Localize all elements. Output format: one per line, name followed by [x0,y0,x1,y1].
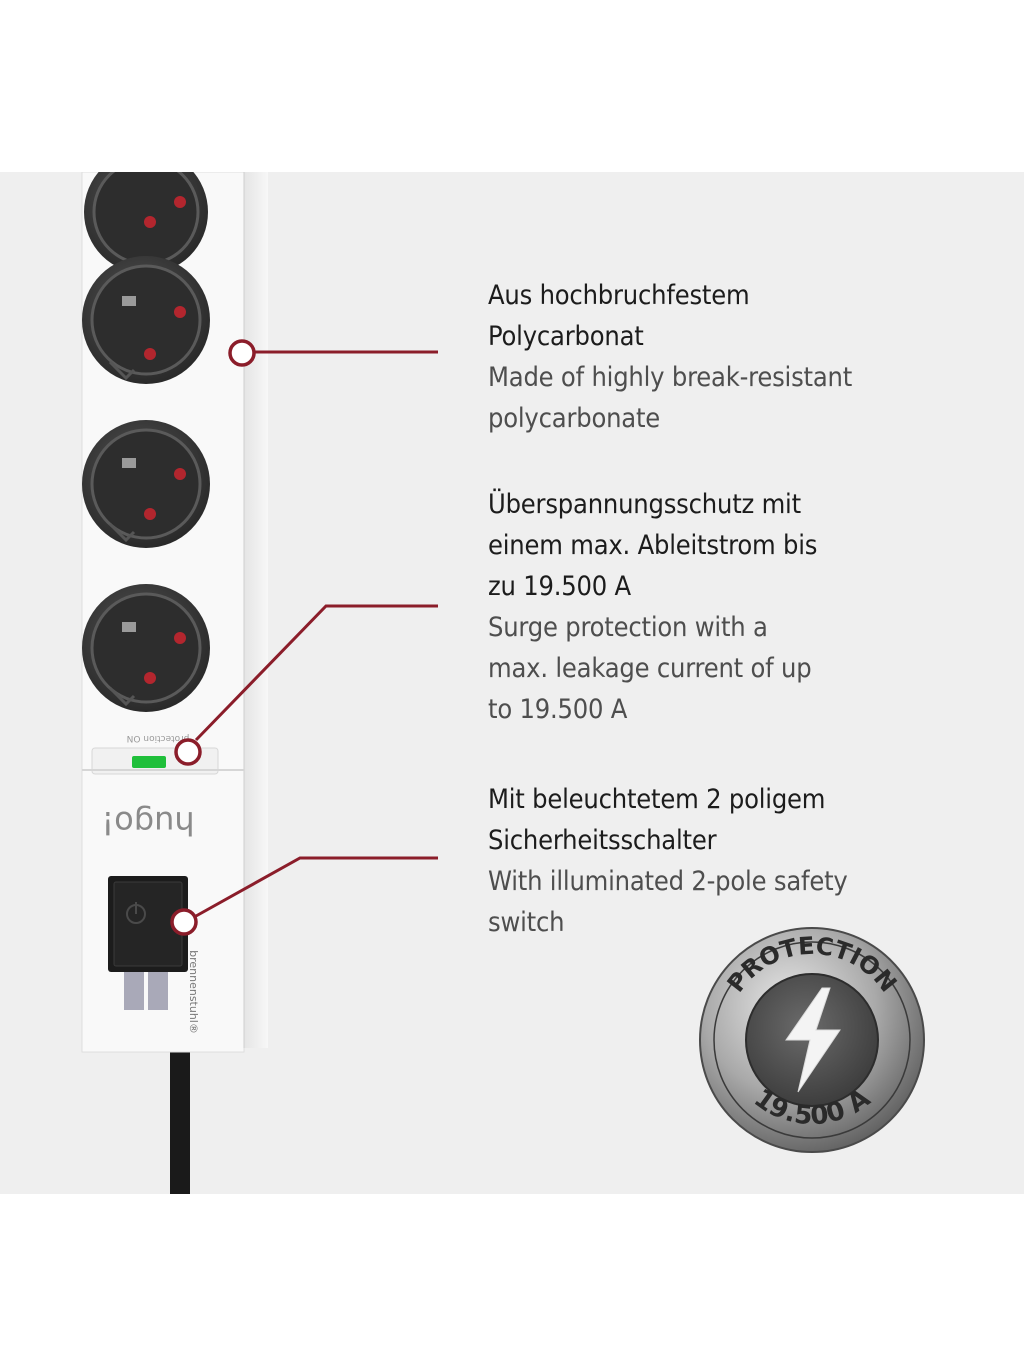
safety-switch [108,876,188,972]
lightning-bolt-icon [785,987,841,1093]
socket-2 [82,256,210,384]
feature-de-line: Überspannungsschutz mit [488,489,801,520]
callout-surge-protection [174,604,438,766]
power-cable [170,1032,190,1194]
socket-4 [82,584,210,712]
feature-en-line: With illuminated 2-pole safety [488,866,848,897]
brand-label: brennenstuhl® [187,950,200,1034]
feature-en-line: polycarbonate [488,403,661,434]
feature-surge-protection: Überspannungsschutz mit einem max. Ablei… [488,484,908,730]
feature-polycarbonate: Aus hochbruchfestem Polycarbonat Made of… [488,275,908,439]
callout-polycarbonate [228,339,438,367]
feature-en-line: Made of highly break-resistant [488,362,853,393]
feature-de-line: Polycarbonat [488,321,644,352]
feature-en-line: to 19.500 A [488,694,628,725]
feature-de-line: einem max. Ableitstrom bis [488,530,818,561]
socket-1 [84,172,208,274]
feature-en-line: max. leakage current of up [488,653,812,684]
callout-safety-switch [170,856,438,936]
protection-indicator-light [132,756,166,768]
brand-logo: brennenstuhl® [124,950,200,1034]
product-illustration: protection ON hugo! brennenstuhl® [81,172,925,1194]
feature-de-line: Aus hochbruchfestem [488,280,750,311]
protection-badge: PROTECTION 19.500 A [699,927,925,1153]
indicator-label: protection ON [127,733,190,743]
feature-en-line: Surge protection with a [488,612,768,643]
product-panel: protection ON hugo! brennenstuhl® [0,172,1024,1194]
feature-de-line: zu 19.500 A [488,571,631,602]
feature-en-line: switch [488,907,565,938]
feature-de-line: Sicherheitsschalter [488,825,717,856]
feature-de-line: Mit beleuchtetem 2 poligem [488,784,826,815]
model-label: hugo! [101,804,194,842]
socket-3 [82,420,210,548]
feature-safety-switch: Mit beleuchtetem 2 poligem Sicherheitssc… [488,779,908,943]
